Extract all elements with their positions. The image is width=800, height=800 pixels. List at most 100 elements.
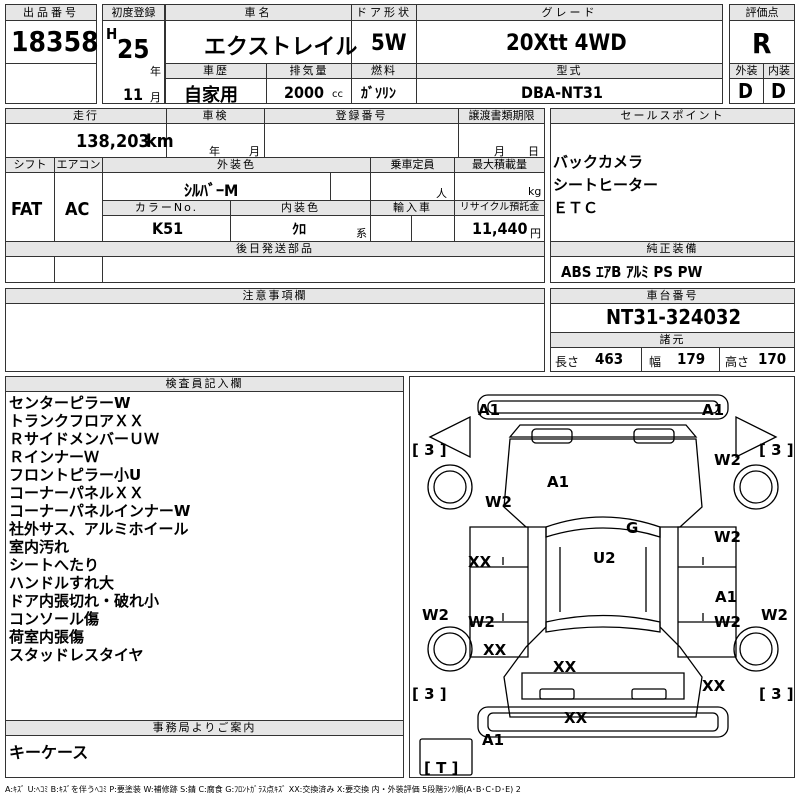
capacity-header: 乗車定員 bbox=[370, 158, 454, 173]
mark-xx: XX bbox=[468, 553, 492, 571]
transfer-day: 日 bbox=[528, 145, 539, 158]
car-name: エクストレイル bbox=[204, 35, 358, 60]
color-header: 外装色 bbox=[102, 158, 370, 173]
disp-unit: cc bbox=[332, 89, 343, 100]
lot-header: 出品番号 bbox=[6, 5, 96, 21]
mark-a1: A1 bbox=[547, 473, 569, 491]
load-unit: kg bbox=[528, 185, 542, 198]
ac-header: エアコン bbox=[54, 158, 102, 173]
length-label: 長さ bbox=[555, 355, 580, 369]
inspector-note: コンソール傷 bbox=[9, 610, 100, 628]
ext-header: 外装 bbox=[730, 64, 763, 79]
office-note: キーケース bbox=[9, 743, 89, 762]
height: 170 bbox=[758, 350, 787, 368]
legend: A:ｷｽﾞ U:ﾍｺﾐ B:ｷｽﾞを伴うﾍｺﾐ P:要塗装 W:補修跡 S:錆 … bbox=[5, 785, 521, 794]
score: R bbox=[752, 27, 772, 60]
mark-w2: W2 bbox=[468, 613, 495, 631]
mark-w2: W2 bbox=[714, 613, 741, 631]
mark-xx: XX bbox=[483, 641, 507, 659]
mark-bracket: [ 3 ] bbox=[412, 685, 447, 703]
inspector-note: コーナーパネルＸＸ bbox=[9, 484, 144, 502]
chassis-header: 車台番号 bbox=[551, 289, 794, 304]
mark-xx: XX bbox=[553, 658, 577, 676]
inspector-note: センターピラーW bbox=[9, 394, 131, 412]
recycle: 11,440 bbox=[472, 219, 528, 238]
inspector-note: ＲインナーＷ bbox=[9, 448, 100, 466]
fuel: ｶﾞｿﾘﾝ bbox=[361, 86, 396, 102]
inspector-note: 室内汚れ bbox=[9, 538, 70, 556]
year-unit: 年 bbox=[150, 65, 161, 78]
inspector-header: 検査員記入欄 bbox=[6, 377, 403, 392]
interior: ｸﾛ bbox=[292, 222, 306, 238]
history: 自家用 bbox=[184, 85, 238, 106]
grade: 20Xtt 4WD bbox=[506, 31, 627, 56]
mark-a1: A1 bbox=[702, 401, 724, 419]
inspector-note: シートへたり bbox=[9, 556, 100, 574]
disp-header: 排気量 bbox=[266, 64, 351, 79]
caution-block: 注意事項欄 bbox=[5, 288, 545, 372]
color-no: K51 bbox=[152, 219, 184, 238]
score-header: 評価点 bbox=[730, 5, 794, 21]
inspector-notes: センターピラーW トランクフロアＸＸ ＲサイドメンバーＵＷ ＲインナーＷ フロン… bbox=[9, 394, 190, 664]
door-header: ドア形状 bbox=[351, 5, 416, 21]
mileage-header: 走行 bbox=[6, 109, 166, 124]
lot-number: 18358 bbox=[11, 25, 99, 58]
interior-unit: 系 bbox=[356, 227, 367, 240]
mark-w2: W2 bbox=[714, 451, 741, 469]
mark-a1: A1 bbox=[715, 588, 737, 606]
reg-header: 初度登録 bbox=[103, 5, 164, 21]
int-grade: D bbox=[771, 79, 786, 103]
reg-month: 11 bbox=[123, 85, 144, 104]
shift-header: シフト bbox=[6, 158, 54, 173]
month-unit: 月 bbox=[150, 91, 161, 104]
chassis-block: 車台番号 NT31-324032 諸元 長さ 463 幅 179 高さ 170 bbox=[550, 288, 795, 372]
reg-box: 初度登録 H 25 年 11 月 bbox=[102, 4, 165, 104]
sales-point: シートヒーター bbox=[553, 176, 659, 194]
score-box: 評価点 R 外装 内装 D D bbox=[729, 4, 795, 104]
name-block: 車名 ドア形状 グレード エクストレイル 5W 20Xtt 4WD 車歴 排気量… bbox=[165, 4, 723, 106]
shift: FAT bbox=[11, 199, 43, 220]
mark-bracket: [ T ] bbox=[424, 759, 458, 777]
width-label: 幅 bbox=[649, 355, 662, 369]
load-header: 最大積載量 bbox=[454, 158, 544, 173]
sales-header: セールスポイント bbox=[551, 109, 794, 124]
transfer-header: 譲渡書類期限 bbox=[458, 109, 544, 124]
office-header: 事務局よりご案内 bbox=[6, 720, 403, 736]
interior-header: 内装色 bbox=[230, 201, 370, 216]
reg-year: 25 bbox=[117, 35, 150, 65]
height-label: 高さ bbox=[725, 355, 750, 369]
mileage: 138,203 bbox=[76, 131, 150, 152]
damage-diagram: A1 A1 [ 3 ] [ 3 ] W2 A1 W2 G W2 XX U2 A1… bbox=[409, 376, 795, 778]
era: H bbox=[106, 25, 118, 43]
color: ｼﾙﾊﾞｰM bbox=[184, 181, 239, 200]
mark-bracket: [ 3 ] bbox=[759, 441, 794, 459]
int-header: 内装 bbox=[763, 64, 794, 79]
ext-grade: D bbox=[738, 79, 753, 103]
inspector-note: フロントピラー小U bbox=[9, 466, 142, 484]
insp-month: 月 bbox=[249, 145, 260, 158]
equip-header: 純正装備 bbox=[551, 242, 794, 257]
displacement: 2000 bbox=[284, 83, 325, 102]
mark-xx: XX bbox=[564, 709, 588, 727]
spec-header: 諸元 bbox=[551, 332, 794, 348]
chassis-number: NT31-324032 bbox=[606, 305, 741, 329]
mark-w2: W2 bbox=[761, 606, 788, 624]
mark-w2: W2 bbox=[422, 606, 449, 624]
length: 463 bbox=[595, 350, 624, 368]
import-header: 輸入車 bbox=[370, 201, 454, 216]
caution-header: 注意事項欄 bbox=[6, 289, 544, 304]
sales-point: ＥＴＣ bbox=[553, 199, 599, 217]
inspector-note: ハンドルすれ大 bbox=[9, 574, 115, 592]
lot-box: 出品番号 18358 bbox=[5, 4, 99, 104]
vehicle-info-block: 走行 車検 登録番号 譲渡書類期限 138,203 km 年 月 月 日 シフト… bbox=[5, 108, 545, 283]
width: 179 bbox=[677, 350, 706, 368]
inspector-note: ＲサイドメンバーＵＷ bbox=[9, 430, 160, 448]
name-header: 車名 bbox=[166, 5, 351, 21]
equipment: ABS ｴｱB ｱﾙﾐ PS PW bbox=[561, 263, 703, 281]
mark-a1: A1 bbox=[478, 401, 500, 419]
mark-xx: XX bbox=[702, 677, 726, 695]
regno-header: 登録番号 bbox=[264, 109, 458, 124]
car-outline-diagram: A1 A1 [ 3 ] [ 3 ] W2 A1 W2 G W2 XX U2 A1… bbox=[412, 394, 794, 777]
mark-g: G bbox=[626, 519, 638, 537]
recycle-unit: 円 bbox=[530, 227, 541, 240]
